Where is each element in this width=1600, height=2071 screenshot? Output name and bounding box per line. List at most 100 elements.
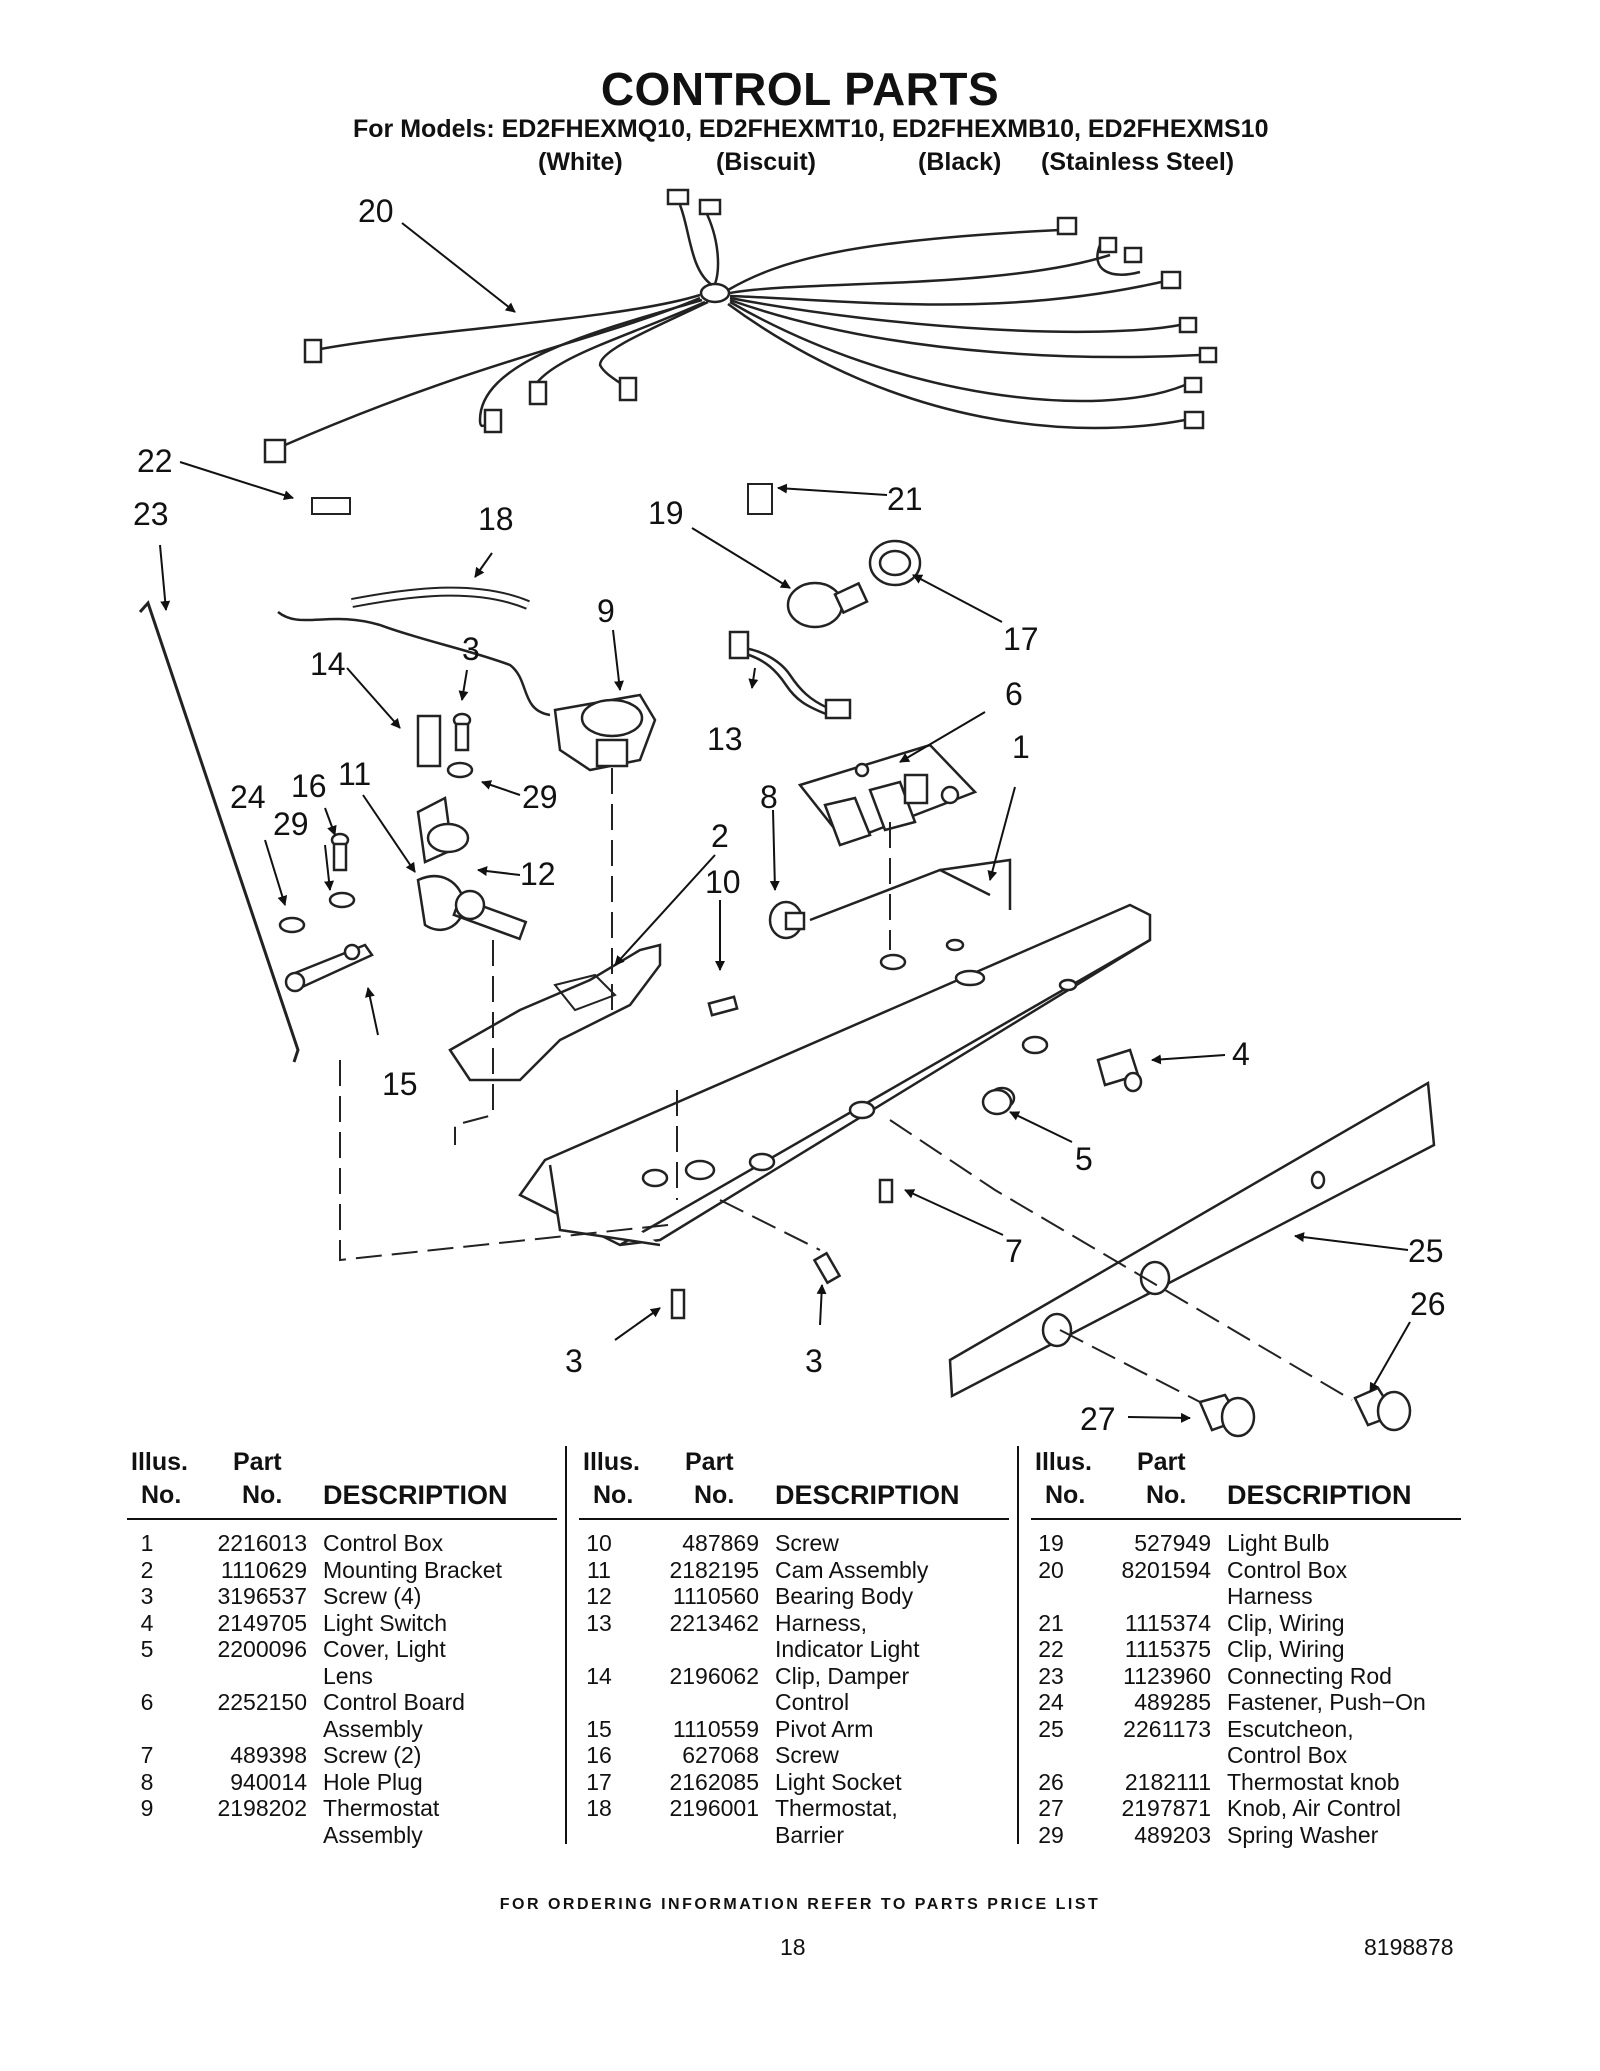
callout-12: 12 xyxy=(520,856,556,892)
thermostat-assembly xyxy=(553,693,657,772)
callout-8: 8 xyxy=(760,779,778,815)
callout-6: 6 xyxy=(1005,676,1023,712)
header-part: Part xyxy=(685,1448,734,1476)
illus-no: 17 xyxy=(586,1768,612,1795)
part-description: Light Bulb xyxy=(1227,1530,1330,1556)
illus-no: 20 xyxy=(1038,1556,1064,1583)
illus-no: 18 xyxy=(586,1795,612,1821)
part-no: 2182111 xyxy=(1124,1768,1211,1795)
leader-arrows xyxy=(159,222,1411,1423)
callout-21: 21 xyxy=(887,481,923,517)
part-no: 1123960 xyxy=(1123,1662,1211,1689)
color-label-white: (White) xyxy=(538,148,623,176)
callout-24: 24 xyxy=(230,779,266,815)
part-description: Fastener, Push−On xyxy=(1227,1689,1426,1715)
callout-1: 1 xyxy=(1012,729,1030,765)
part-description: Control Box xyxy=(1227,1742,1348,1768)
part-description: Thermostat knob xyxy=(1227,1768,1400,1795)
pivot-arm xyxy=(284,943,374,993)
table-row: Lens xyxy=(127,1663,557,1690)
part-no: 489203 xyxy=(1134,1821,1211,1848)
illus-no: 14 xyxy=(586,1662,612,1689)
header-illus: Illus. xyxy=(1035,1448,1092,1476)
illus-no: 5 xyxy=(140,1636,154,1662)
part-description: Indicator Light xyxy=(775,1636,920,1662)
exploded-parts-diagram: 20 22 23 18 19 21 17 9 14 3 13 6 16 11 2… xyxy=(133,188,1446,1438)
illus-no: 25 xyxy=(1038,1715,1064,1742)
part-description: Screw (4) xyxy=(323,1583,422,1609)
header-illus-no: No. xyxy=(1045,1481,1086,1509)
illus-no: 22 xyxy=(1038,1636,1064,1662)
callout-29-right: 29 xyxy=(522,779,558,815)
air-control-knob xyxy=(1198,1393,1256,1438)
part-description: Control xyxy=(775,1689,850,1715)
page-number: 18 xyxy=(780,1934,806,1960)
part-no: 2149705 xyxy=(217,1609,307,1636)
part-description: Screw xyxy=(775,1530,839,1556)
part-description: Pivot Arm xyxy=(775,1715,874,1742)
header-illus: Illus. xyxy=(583,1448,640,1476)
illus-no: 4 xyxy=(140,1609,154,1636)
color-label-black: (Black) xyxy=(918,148,1002,176)
illus-no: 12 xyxy=(586,1583,612,1609)
callout-15: 15 xyxy=(382,1066,418,1102)
callout-3-top: 3 xyxy=(462,631,480,667)
part-description: Lens xyxy=(323,1662,373,1689)
callout-27: 27 xyxy=(1080,1401,1116,1437)
wiring-clip-21 xyxy=(747,483,773,515)
callout-29-left: 29 xyxy=(273,806,309,842)
part-description: Screw (2) xyxy=(323,1742,422,1768)
part-no: 487869 xyxy=(682,1530,759,1556)
part-description: Mounting Bracket xyxy=(323,1556,502,1583)
part-no: 2196062 xyxy=(669,1662,759,1689)
part-description: Assembly xyxy=(323,1715,423,1742)
part-description: Thermostat xyxy=(323,1795,440,1821)
part-description: Assembly xyxy=(323,1821,423,1848)
part-description: Spring Washer xyxy=(1227,1821,1379,1848)
callout-16: 16 xyxy=(291,768,327,804)
damper-clip xyxy=(416,714,442,768)
indicator-light-harness xyxy=(728,630,852,720)
header-part-no: No. xyxy=(242,1481,283,1509)
callout-7: 7 xyxy=(1005,1233,1023,1269)
document-number: 8198878 xyxy=(1364,1934,1454,1960)
header-description: DESCRIPTION xyxy=(323,1480,508,1510)
part-description: Bearing Body xyxy=(775,1583,914,1609)
part-no: 1115375 xyxy=(1124,1636,1211,1662)
part-no: 2182195 xyxy=(669,1556,759,1583)
part-no: 627068 xyxy=(682,1742,759,1768)
part-description: Harness xyxy=(1227,1583,1313,1609)
illus-no: 9 xyxy=(140,1795,154,1821)
illus-no: 15 xyxy=(586,1715,612,1742)
part-description: Knob, Air Control xyxy=(1227,1795,1401,1821)
illus-no: 27 xyxy=(1038,1795,1064,1821)
color-label-stainless: (Stainless Steel) xyxy=(1041,148,1235,176)
header-part-no: No. xyxy=(694,1481,735,1509)
header-description: DESCRIPTION xyxy=(1227,1480,1412,1510)
wiring-clip-22 xyxy=(311,497,351,515)
part-no: 1110560 xyxy=(672,1583,759,1609)
table-row: Control Box xyxy=(1031,1742,1461,1769)
cam-assembly xyxy=(416,874,528,941)
mounting-bracket xyxy=(448,943,662,1082)
callout-11: 11 xyxy=(338,756,371,792)
callout-23: 23 xyxy=(133,496,169,532)
header-part-no: No. xyxy=(1146,1481,1187,1509)
